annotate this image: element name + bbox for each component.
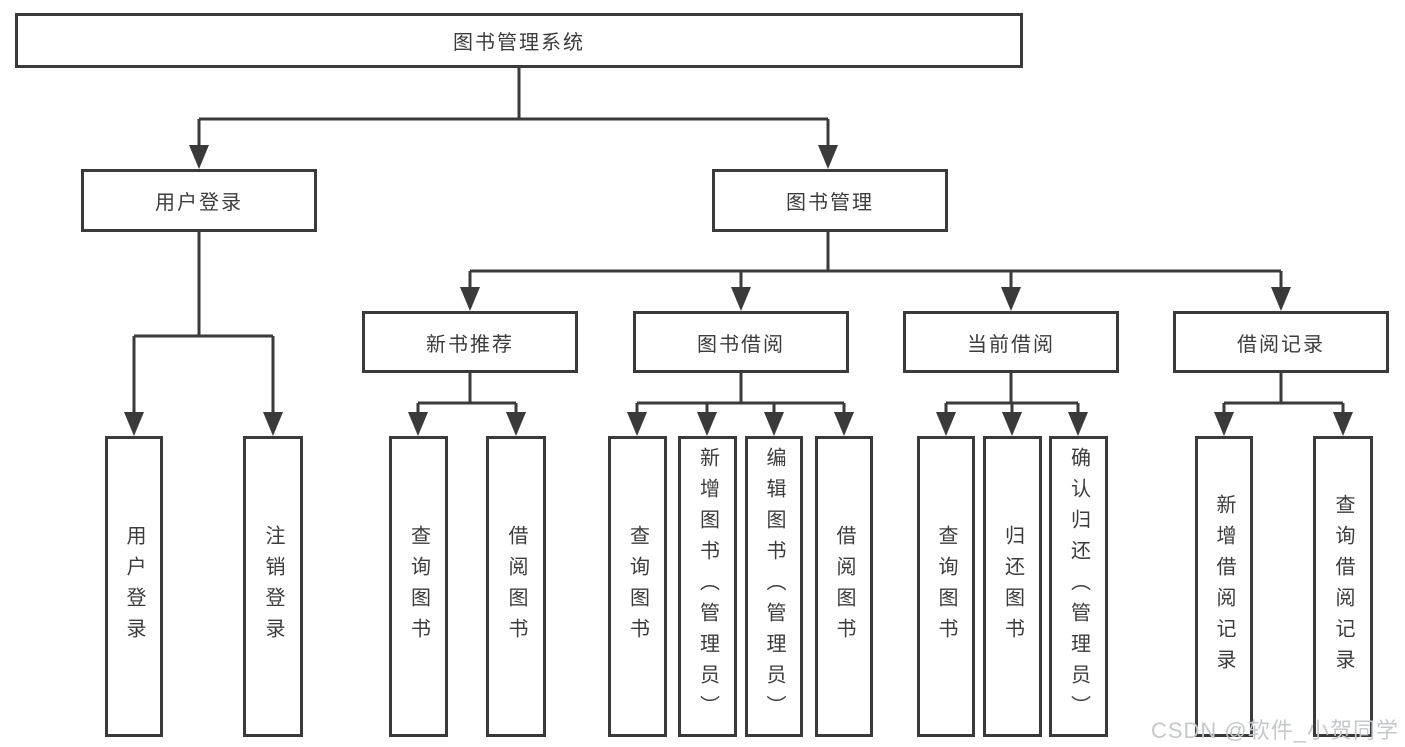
- node-label: 借阅图书: [833, 524, 855, 649]
- leaf-query-books-borrow: 查询图书: [608, 436, 667, 737]
- node-label: 新增图书（管理员）: [696, 447, 719, 726]
- leaf-add-book-admin: 新增图书（管理员）: [678, 436, 737, 737]
- leaf-edit-book-admin: 编辑图书（管理员）: [745, 436, 803, 737]
- node-label: 查询图书: [407, 524, 430, 649]
- node-label: 编辑图书（管理员）: [763, 447, 785, 726]
- leaf-logout: 注销登录: [243, 436, 303, 737]
- node-borrowing-records: 借阅记录: [1173, 311, 1389, 373]
- node-label: 注销登录: [262, 524, 284, 649]
- node-label: 查询图书: [626, 524, 649, 649]
- leaf-query-books-current: 查询图书: [917, 436, 975, 737]
- leaf-return-books: 归还图书: [983, 436, 1042, 737]
- node-label: 用户登录: [123, 524, 145, 649]
- node-new-book-recommendation: 新书推荐: [362, 311, 578, 373]
- leaf-borrow-books: 借阅图书: [815, 436, 873, 737]
- node-label: 用户登录: [155, 192, 243, 214]
- node-label: 借阅图书: [505, 524, 527, 649]
- node-current-borrowing: 当前借阅: [903, 311, 1119, 373]
- leaf-query-books-recommend: 查询图书: [389, 436, 448, 737]
- node-label: 归还图书: [1001, 524, 1024, 649]
- node-label: 查询图书: [935, 524, 957, 649]
- node-label: 新书推荐: [426, 333, 514, 356]
- node-user-login: 用户登录: [81, 169, 317, 232]
- leaf-query-borrow-record: 查询借阅记录: [1313, 436, 1373, 737]
- node-label: 新增借阅记录: [1213, 493, 1235, 680]
- node-label: 借阅记录: [1237, 333, 1325, 356]
- node-book-management: 图书管理: [712, 169, 948, 232]
- node-library-management-system: 图书管理系统: [15, 13, 1023, 68]
- node-label: 图书借阅: [697, 333, 785, 356]
- leaf-add-borrow-record: 新增借阅记录: [1195, 436, 1253, 737]
- leaf-borrow-books-recommend: 借阅图书: [486, 436, 546, 737]
- leaf-user-login: 用户登录: [105, 436, 163, 737]
- leaf-confirm-return-admin: 确认归还（管理员）: [1049, 436, 1108, 737]
- node-label: 图书管理: [786, 192, 874, 214]
- node-label: 图书管理系统: [453, 32, 585, 54]
- node-label: 确认归还（管理员）: [1067, 447, 1090, 726]
- node-label: 当前借阅: [967, 333, 1055, 356]
- node-book-borrowing: 图书借阅: [633, 311, 849, 373]
- csdn-watermark: CSDN @软件_小贺同学: [1150, 718, 1399, 743]
- node-label: 查询借阅记录: [1332, 493, 1354, 680]
